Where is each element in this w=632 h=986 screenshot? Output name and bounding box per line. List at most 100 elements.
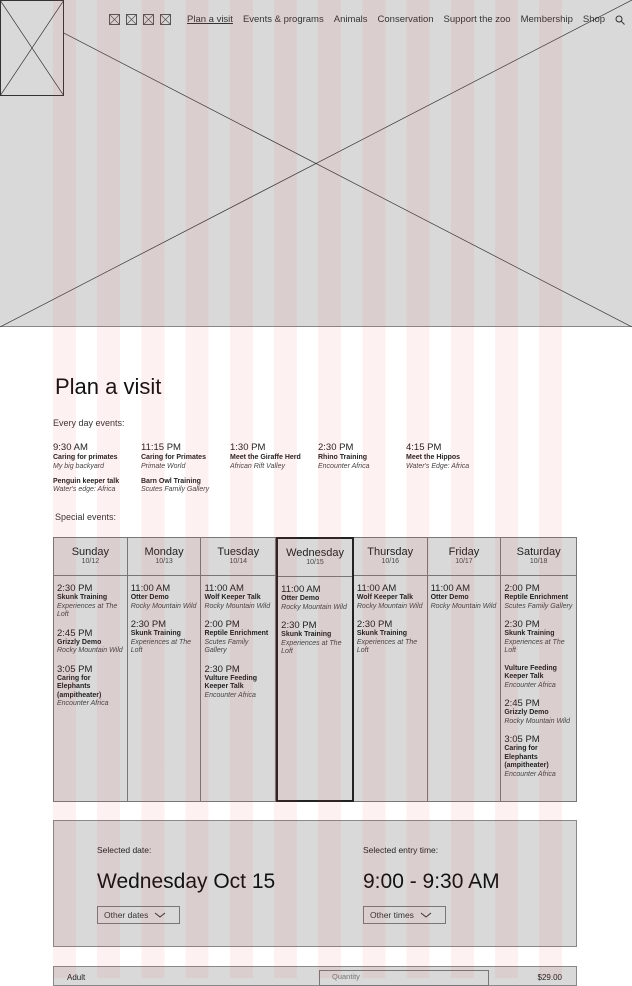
event-time: 2:30 PM — [204, 663, 240, 675]
social-icon-2[interactable] — [126, 14, 137, 25]
event-name: Otter Demo — [130, 594, 169, 601]
other-dates-button[interactable]: Other dates — [97, 906, 180, 924]
selected-time-label: Selected entry time: — [363, 845, 439, 855]
event-time: 11:00 AM — [356, 583, 397, 594]
day-name: Tuesday — [217, 546, 260, 558]
nav-membership[interactable]: Membership — [520, 14, 573, 25]
event-place: Rocky Mountain Wild — [430, 602, 497, 610]
event-place: Scutes Family Gallery — [204, 638, 249, 655]
event-place: Encounter Africa — [504, 770, 556, 778]
nav-shop[interactable]: Shop — [582, 14, 606, 25]
nav-animals[interactable]: Animals — [333, 14, 368, 25]
day-date: 10/16 — [381, 558, 399, 565]
quantity-input[interactable]: Quantity — [319, 970, 489, 986]
event-time: 2:30 PM — [130, 619, 167, 630]
social-icon-1[interactable] — [109, 14, 120, 25]
event-time: 3:05 PM — [57, 663, 93, 675]
event-time: 2:30 PM — [281, 620, 317, 631]
social-icon-3[interactable] — [143, 14, 154, 25]
event-place: Primate World — [141, 463, 186, 470]
event-place: Scutes Family Gallery — [141, 486, 210, 493]
event-time: 3:05 PM — [504, 734, 540, 745]
event-place: Water's edge: Africa — [53, 486, 116, 493]
nav-events-programs[interactable]: Events & programs — [242, 14, 324, 25]
event-name: Reptile Enrichment — [204, 630, 269, 637]
event-time: 11:00 AM — [130, 583, 171, 594]
event-name: Skunk Training — [130, 630, 181, 637]
other-times-button[interactable]: Other times — [363, 906, 446, 924]
nav-plan-a-visit[interactable]: Plan a visit — [187, 14, 233, 25]
nav-support[interactable]: Support the zoo — [443, 14, 511, 25]
day-date: 10/18 — [529, 558, 548, 565]
hero-image-placeholder — [0, 0, 632, 327]
event-time: 11:00 AM — [204, 583, 244, 594]
event-time: 2:00 PM — [204, 619, 240, 630]
day-name: Wednesday — [286, 547, 344, 559]
ticket-row: Adult Quantity $29.00 — [53, 966, 577, 986]
chevron-down-icon — [420, 912, 432, 918]
event-time: 1:30 PM — [230, 442, 266, 453]
event-name: Vulture Feeding Keeper Talk — [204, 674, 258, 691]
event-name: Caring for Elephants (ampitheater) — [57, 674, 102, 699]
event-place: Experiences at The Loft — [57, 602, 118, 619]
event-place: Scutes Family Gallery — [504, 602, 573, 610]
event-place: Water's Edge: Africa — [406, 463, 470, 470]
event-time: 2:30 PM — [318, 442, 354, 453]
social-icon-4[interactable] — [160, 14, 171, 25]
nav-conservation[interactable]: Conservation — [377, 14, 434, 25]
selected-date: Wednesday Oct 15 — [97, 870, 276, 893]
search-icon[interactable] — [615, 15, 625, 25]
logo[interactable] — [0, 0, 64, 96]
event-time: 2:30 PM — [57, 583, 93, 594]
event-place: Rocky Mountain Wild — [504, 717, 570, 725]
event-place: Rocky Mountain Wild — [57, 647, 123, 654]
event-name: Grizzly Demo — [504, 709, 549, 716]
other-dates-label: Other dates — [104, 910, 149, 920]
selected-time: 9:00 - 9:30 AM — [363, 870, 500, 893]
day-name: Monday — [144, 546, 184, 558]
event-time: 2:30 PM — [504, 619, 540, 630]
event-name: Wolf Keeper Talk — [356, 594, 414, 601]
event-place: Experiences at The Loft — [504, 638, 565, 655]
event-place: Rocky Mountain Wild — [281, 603, 347, 611]
day-date: 10/17 — [455, 558, 473, 565]
event-place: Experiences at The Loft — [356, 638, 418, 655]
event-time: 9:30 AM — [53, 442, 88, 453]
event-place: Experiences at The Loft — [281, 639, 342, 656]
event-name: Skunk Training — [281, 631, 332, 638]
